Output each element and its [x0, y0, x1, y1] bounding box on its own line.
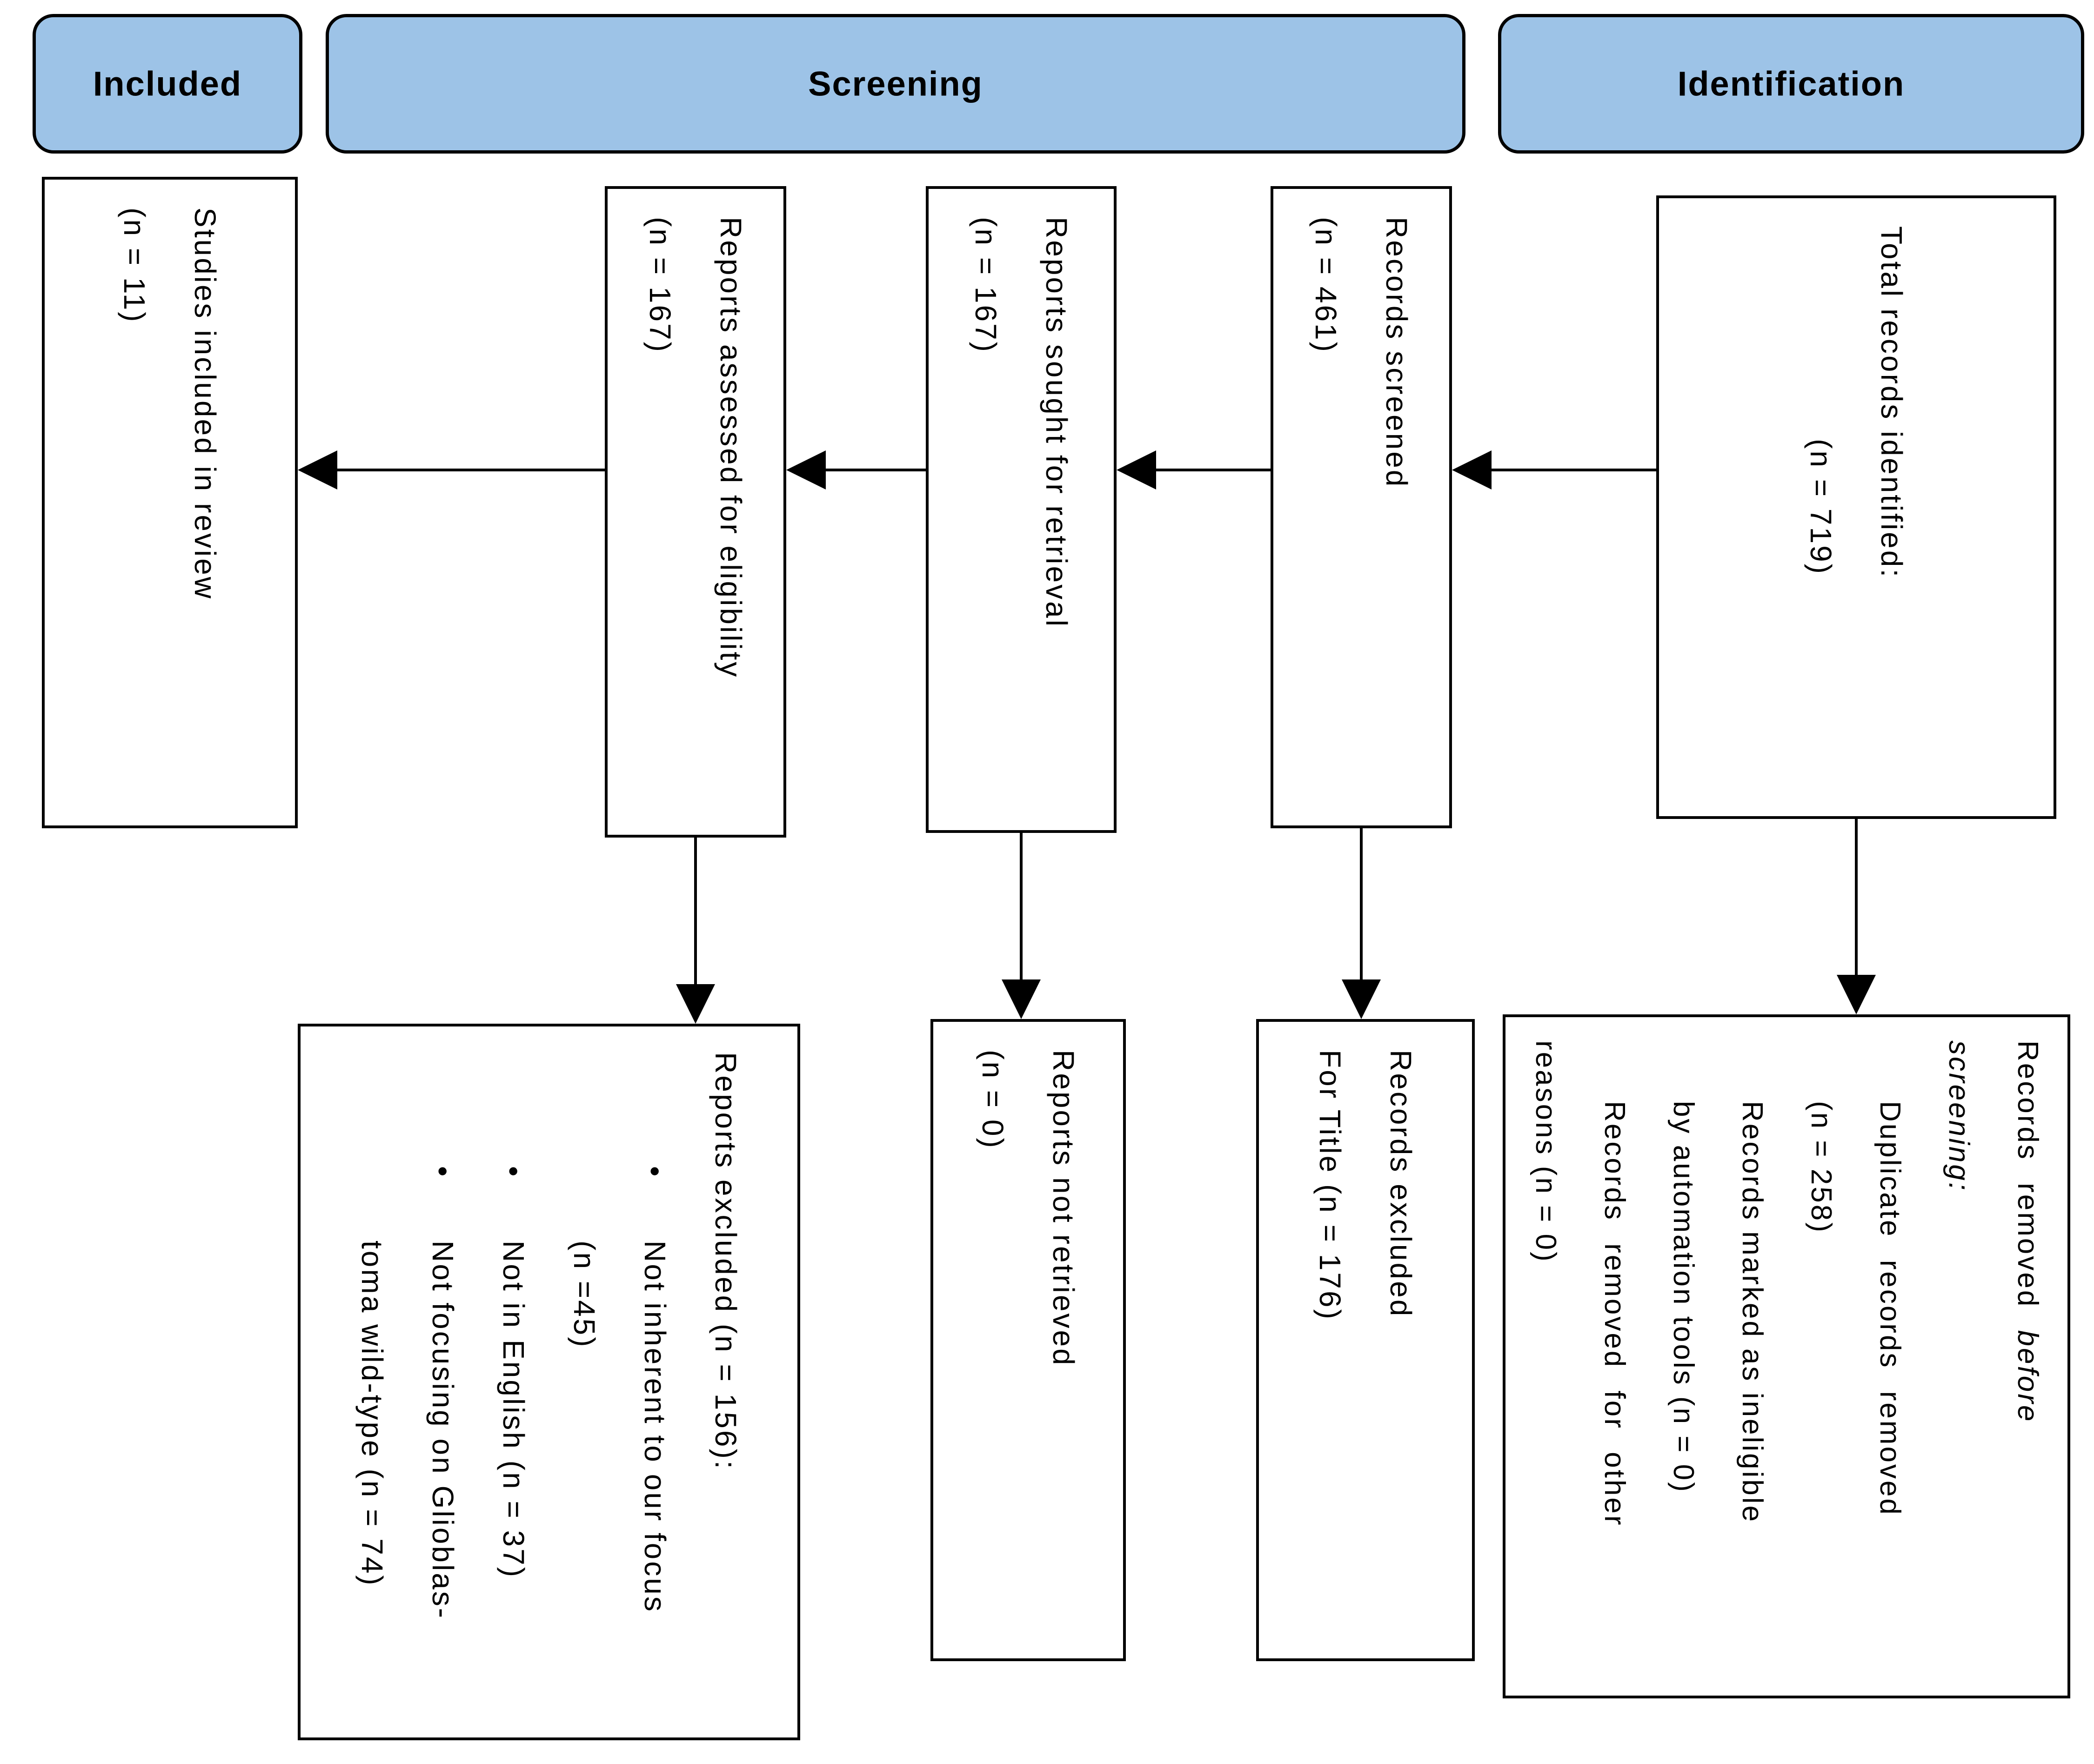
arrowhead-assessed-to-reports-excluded [676, 984, 715, 1024]
stage-label-included: Included [93, 64, 242, 103]
box-title: Reports sought for retrieval [1040, 217, 1073, 628]
box-title: Records screened [1380, 217, 1413, 489]
box-line: reasons (n = 0) [1530, 1040, 1562, 1263]
box-records-removed-before-screening: Records removed before screening: Duplic… [1503, 1014, 2070, 1698]
stage-label-identification: Identification [1677, 64, 1905, 103]
bullet-item: Not inherent to our focus [620, 1026, 690, 1737]
box-reports-excluded: Reports excluded (n = 156): Not inherent… [298, 1024, 800, 1740]
box-count: (n = 461) [1309, 217, 1343, 354]
box-reports-sought: Reports sought for retrieval (n = 167) [926, 186, 1117, 833]
arrow-screened-to-excluded [1360, 828, 1363, 982]
box-title: Reports assessed for eligibility [714, 217, 748, 679]
bullet-item-continuation: (n =45) [568, 1241, 601, 1349]
box-line: Records removed before [1993, 1017, 2062, 1696]
intro-regular: Records removed [2012, 1040, 2044, 1330]
arrowhead-sought-to-assessed [786, 450, 826, 490]
box-line: (n = 258) [1805, 1101, 1837, 1234]
box-count: For Title (n = 176) [1313, 1050, 1347, 1321]
arrowhead-screened-to-sought [1117, 450, 1156, 490]
intro-italic: before [2012, 1330, 2044, 1423]
arrow-assessed-to-included [335, 469, 605, 471]
bullet-item-continuation: toma wild-type (n = 74) [355, 1241, 389, 1587]
box-title: Total records identified: [1875, 226, 1908, 579]
bullet-item: Not in English (n = 37) [478, 1026, 549, 1737]
box-total-records-identified: Total records identified: (n = 719) [1656, 195, 2056, 819]
box-title: Reports excluded (n = 156): [709, 1052, 743, 1471]
stage-bar-identification: Identification [1498, 14, 2084, 154]
bullet-item: Not focusing on Glioblas- [408, 1026, 478, 1737]
box-records-screened: Records screened (n = 461) [1271, 186, 1452, 828]
box-count: (n = 167) [643, 217, 677, 354]
arrow-identified-to-removed [1855, 819, 1858, 977]
arrow-sought-to-not-retrieved [1020, 833, 1023, 982]
box-title: Studies included in review [188, 208, 222, 600]
box-reports-not-retrieved: Reports not retrieved (n = 0) [930, 1019, 1126, 1661]
box-title: Reports not retrieved [1047, 1050, 1080, 1367]
arrow-assessed-to-reports-excluded [694, 838, 697, 986]
arrow-screened-to-sought [1154, 469, 1271, 471]
box-reports-assessed: Reports assessed for eligibility (n = 16… [605, 186, 786, 838]
arrowhead-identified-to-screened [1452, 450, 1492, 490]
arrowhead-sought-to-not-retrieved [1002, 979, 1041, 1019]
box-line: screening: [1924, 1017, 1993, 1696]
arrow-sought-to-assessed [823, 469, 926, 471]
arrow-identified-to-screened [1489, 469, 1656, 471]
box-line: Duplicate records removed [1874, 1101, 1906, 1516]
box-line: by automation tools (n = 0) [1667, 1101, 1699, 1494]
arrowhead-identified-to-removed [1837, 975, 1876, 1014]
box-count: (n = 167) [969, 217, 1003, 354]
box-line: Records removed for other [1599, 1101, 1631, 1527]
box-count: (n = 0) [976, 1050, 1010, 1150]
box-studies-included: Studies included in review (n = 11) [42, 177, 298, 828]
arrowhead-screened-to-excluded [1342, 979, 1381, 1019]
box-count: (n = 719) [1804, 439, 1838, 576]
stage-bar-included: Included [33, 14, 302, 154]
box-line: Records marked as ineligible [1736, 1101, 1768, 1524]
stage-label-screening: Screening [808, 64, 983, 103]
arrowhead-assessed-to-included [298, 450, 337, 490]
box-title: Records excluded [1384, 1050, 1418, 1318]
intro-italic: screening: [1943, 1040, 1975, 1193]
box-records-excluded-for-title: Records excluded For Title (n = 176) [1256, 1019, 1475, 1661]
stage-bar-screening: Screening [326, 14, 1465, 154]
box-count: (n = 11) [118, 208, 151, 324]
